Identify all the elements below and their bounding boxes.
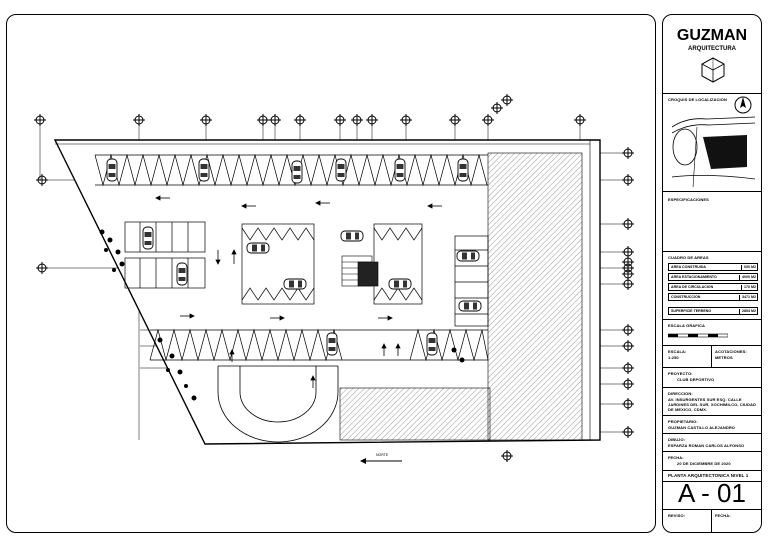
sign-label: FECHA: [715, 513, 731, 518]
grid-markers-left [35, 173, 49, 275]
project-label: PROYECTO: [668, 371, 693, 376]
location-label: CROQUIS DE LOCALIZACION [668, 97, 727, 102]
brand-name: GUZMAN [676, 27, 748, 44]
plan-title: PLANTA ARQUITECTONICA NIVEL 1 [668, 473, 749, 478]
location-map [671, 116, 756, 188]
area-row: SUPERFICIE TERRENO 2854 M2 [668, 307, 758, 315]
owner-value: GUZMAN CASTILLO ALEJANDRO [668, 425, 736, 430]
parking-right-block [454, 235, 489, 327]
area-row: CONSTRUCCION 3471 M2 [668, 293, 758, 301]
review-label: REVISO: [668, 513, 686, 518]
escala-value: 1:250 [668, 355, 679, 360]
escala-label: ESCALA: [668, 349, 687, 354]
scale-label: ESCALA GRAFICA [668, 323, 706, 328]
sheet-number: A - 01 [678, 478, 746, 508]
area-row: AREA ESTACIONAMIENTO 4000 M2 [668, 273, 758, 281]
date-value: 20 DE DICIEMBRE DE 2020 [677, 461, 731, 466]
compass-icon [734, 96, 752, 114]
drawn-value: ESPARZA ROMAN CARLOS ALFONSO [668, 443, 745, 448]
area-row: AREA CONSTRUIDA 000 M2 [668, 263, 758, 271]
stair-core [341, 255, 379, 287]
area-row: AREA DE CIRCULACION 170 M2 [668, 283, 758, 291]
address-label: DIRECCION: [668, 391, 693, 396]
specs-label: ESPECIFICACIONES [668, 197, 709, 202]
parking-row-bottom [149, 328, 489, 362]
ramp [217, 365, 339, 443]
parking-row-top [94, 153, 488, 187]
parking-central [124, 221, 423, 305]
address-value: AV. INSURGENTES SUR ESQ. CALLE JARDINES … [668, 397, 756, 412]
owner-label: PROPIETARIO: [668, 419, 698, 424]
date-label: FECHA: [668, 455, 684, 460]
drawn-label: DIBUJO: [668, 437, 686, 442]
grid-markers-top [33, 93, 587, 127]
building-outline [53, 139, 601, 445]
areas-label: CUADRO DE AREAS [668, 255, 709, 260]
acot-value: METROS [715, 355, 733, 360]
north-arrow-plan [360, 458, 402, 464]
landscaping [99, 229, 465, 401]
drawing-frame [6, 14, 656, 533]
logo-icon [701, 57, 725, 83]
title-block: GUZMAN ARQUITECTURA CROQUIS DE LOCALIZAC… [662, 14, 762, 533]
traffic-arrows [155, 195, 442, 388]
acot-label: ACOTACIONES: [715, 349, 747, 354]
hatched-zones [339, 152, 583, 441]
graphic-scale [668, 333, 728, 338]
north-label: NORTE [376, 453, 389, 457]
project-value: CLUB DEPORTIVO [677, 377, 715, 382]
brand-subtitle: ARQUITECTURA [688, 46, 736, 52]
